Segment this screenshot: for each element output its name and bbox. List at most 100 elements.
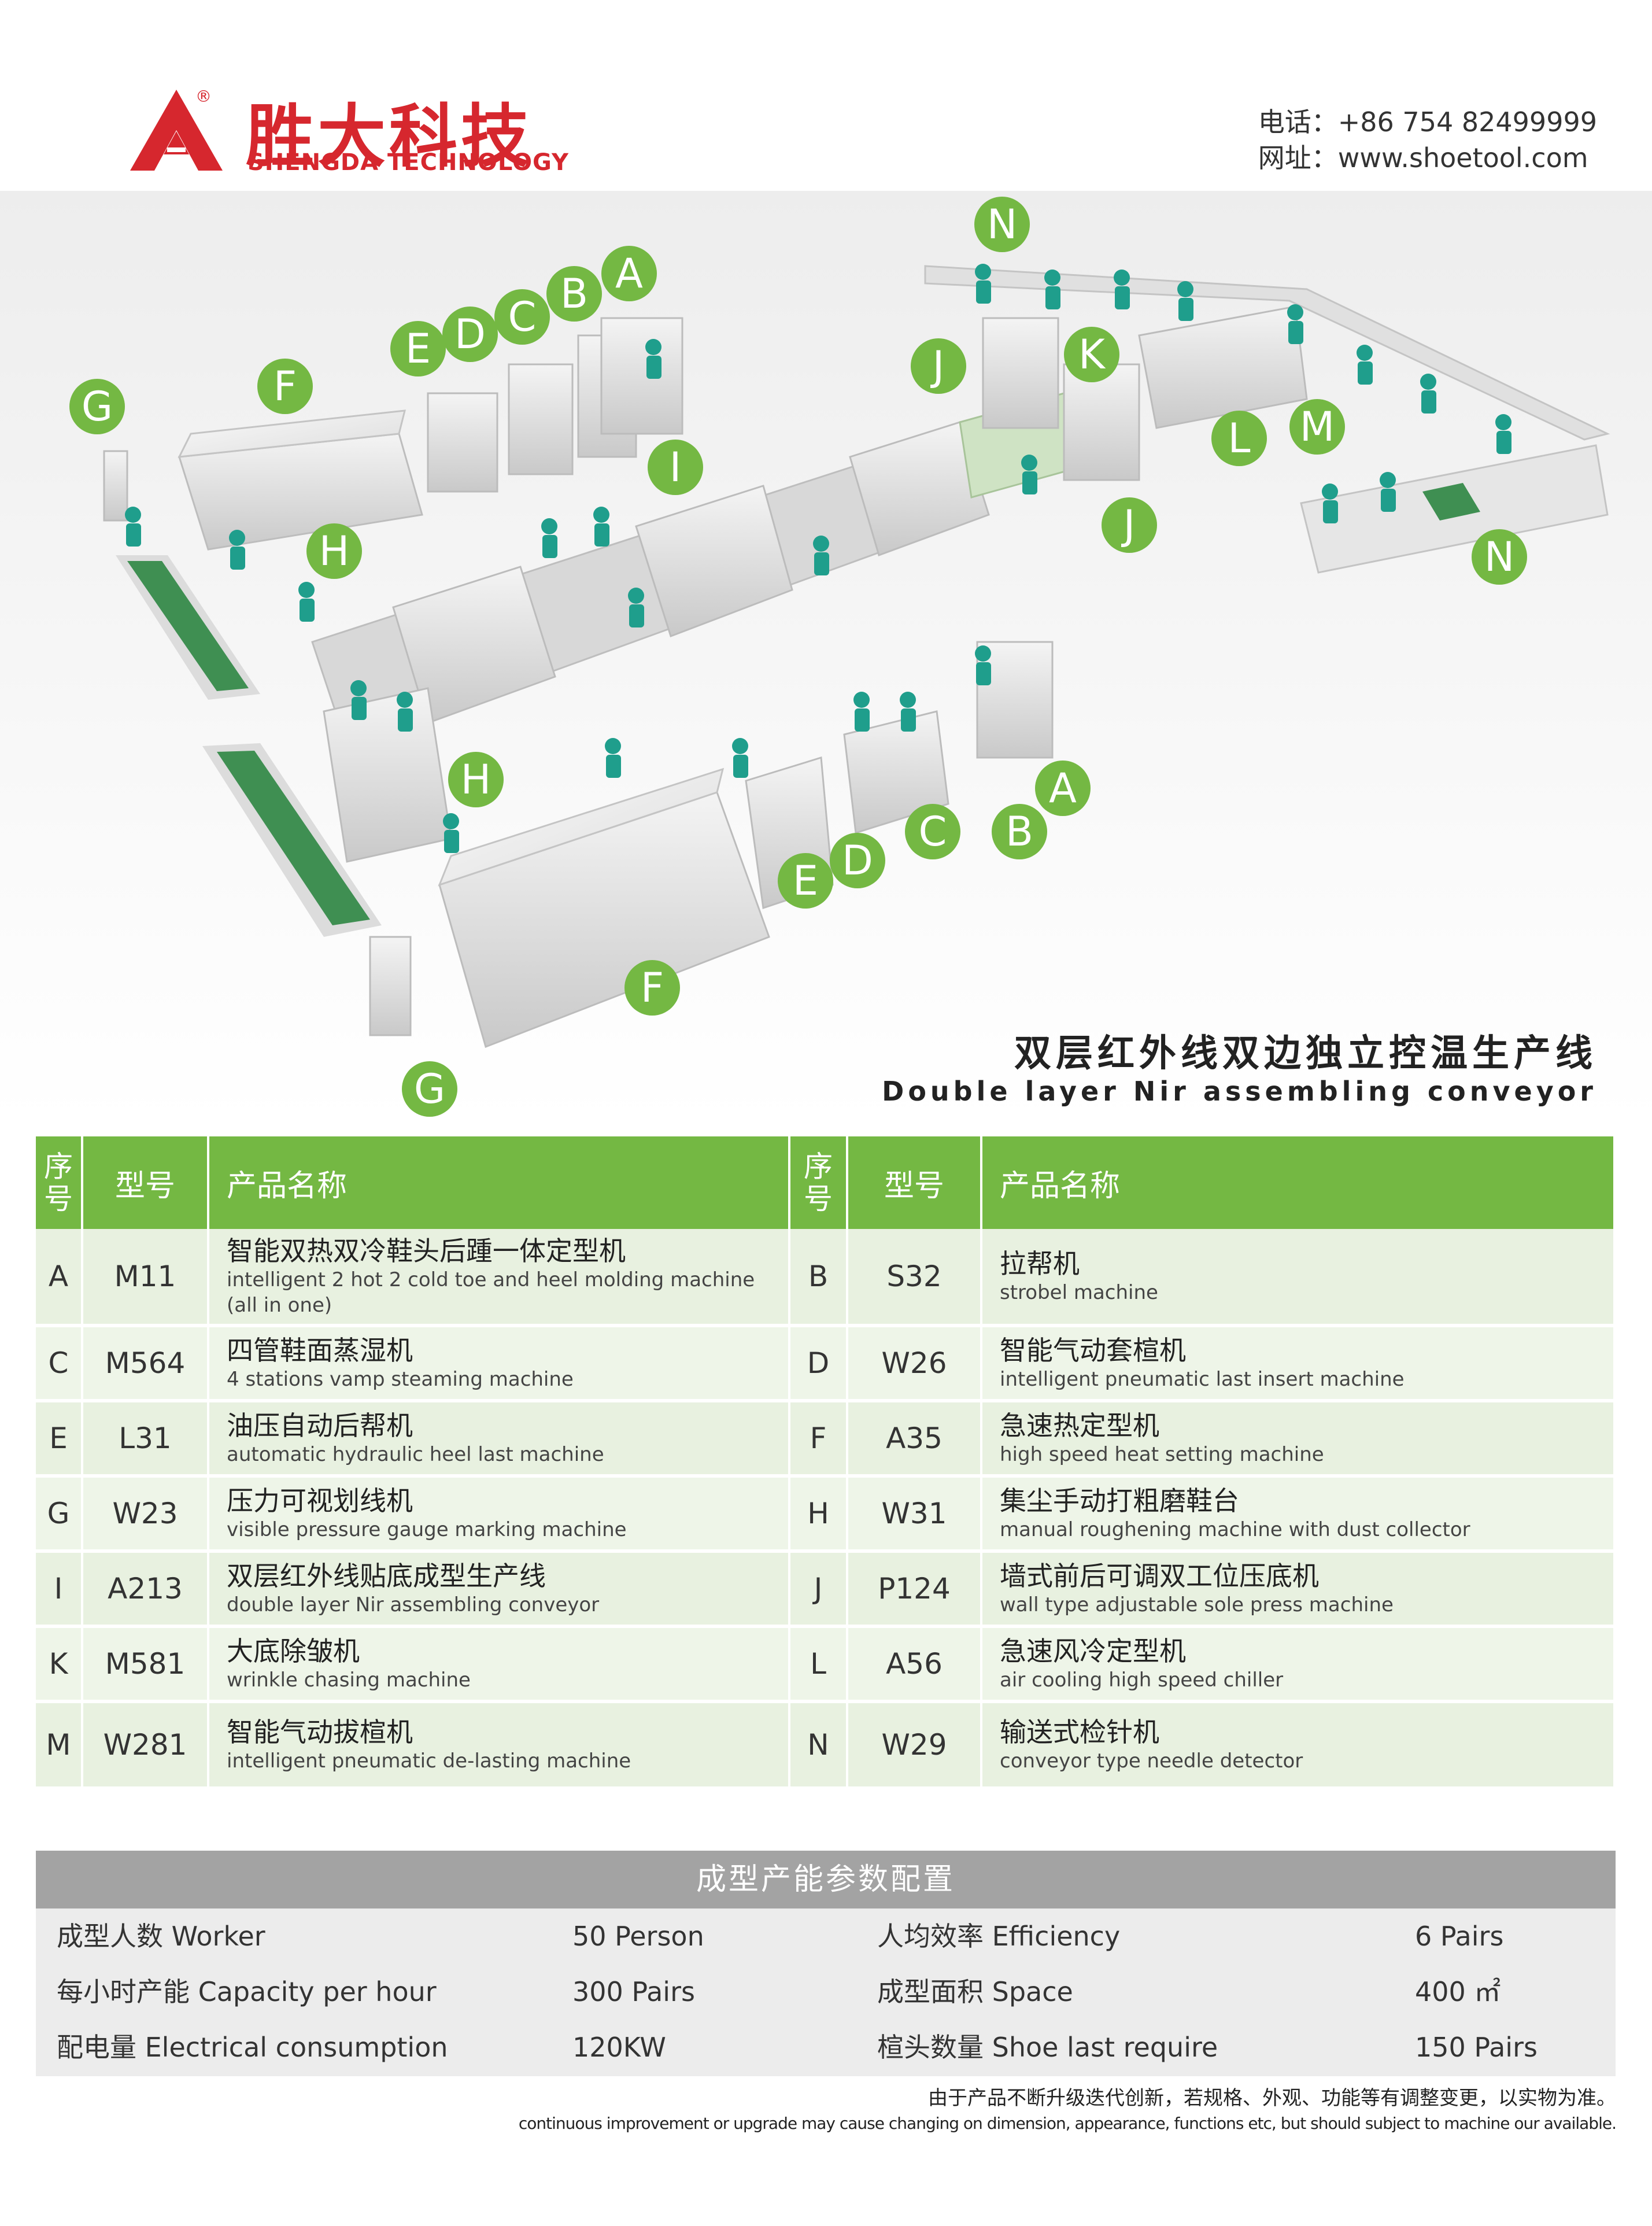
disclaimer-en: continuous improvement or upgrade may ca…	[518, 2114, 1617, 2133]
header-seq: 序号	[36, 1136, 83, 1229]
item-letter: H	[790, 1478, 848, 1553]
capacity-value: 150 Pairs	[1415, 2032, 1538, 2063]
item-name-en: double layer Nir assembling conveyor	[227, 1593, 600, 1616]
item-name-cn: 智能气动拔楦机	[227, 1716, 413, 1748]
item-name-cn: 集尘手动打粗磨鞋台	[1000, 1485, 1239, 1516]
marker-i: I	[648, 440, 703, 495]
marker-g-upper: G	[69, 379, 125, 434]
item-name-cn: 四管鞋面蒸湿机	[227, 1335, 413, 1366]
item-name-cn: 急速热定型机	[1000, 1410, 1159, 1441]
capacity-title: 成型产能参数配置	[36, 1851, 1616, 1908]
marker-a-lower: A	[1035, 761, 1091, 816]
item-model: A213	[83, 1553, 209, 1628]
header-name: 产品名称	[982, 1136, 1616, 1229]
item-name-cn: 大底除皱机	[227, 1636, 360, 1667]
item-name-en: wall type adjustable sole press machine	[1000, 1593, 1394, 1616]
capacity-label: 配电量 Electrical consumption	[57, 2032, 448, 2063]
capacity-label: 成型面积 Space	[877, 1976, 1073, 2007]
item-letter: I	[36, 1553, 83, 1628]
capacity-label: 楦头数量 Shoe last require	[877, 2032, 1218, 2063]
capacity-label: 每小时产能 Capacity per hour	[57, 1976, 437, 2007]
capacity-label: 人均效率 Efficiency	[877, 1921, 1121, 1952]
item-letter: B	[790, 1229, 848, 1327]
capacity-table: 成型人数 Worker 50 Person 人均效率 Efficiency 6 …	[36, 1908, 1616, 2076]
contact-info: 电话：+86 754 82499999 网址：www.shoetool.com	[1258, 104, 1597, 176]
page-header: ® 胜大科技 SHENGDA TECHNOLOGY 电话：+86 754 824…	[0, 0, 1652, 191]
item-model: M11	[83, 1229, 209, 1327]
item-model: W31	[848, 1478, 982, 1553]
item-name-en: automatic hydraulic heel last machine	[227, 1443, 604, 1466]
marker-j-upper: J	[911, 338, 966, 394]
item-name-cn: 墙式前后可调双工位压底机	[1000, 1560, 1319, 1592]
marker-d-upper: D	[442, 307, 498, 362]
item-name-en: manual roughening machine with dust coll…	[1000, 1518, 1470, 1541]
item-model: S32	[848, 1229, 982, 1327]
marker-f-upper: F	[257, 359, 313, 414]
item-name-cn: 智能双热双冷鞋头后踵一体定型机	[227, 1235, 626, 1267]
line-title-cn: 双层红外线双边独立控温生产线	[1014, 1032, 1597, 1075]
item-letter: M	[36, 1703, 83, 1790]
capacity-row: 每小时产能 Capacity per hour 300 Pairs 成型面积 S…	[36, 1964, 1616, 2020]
marker-c-upper: C	[494, 289, 550, 345]
disclaimer-cn: 由于产品不断升级迭代创新，若规格、外观、功能等有调整变更，以实物为准。	[928, 2087, 1616, 2110]
capacity-row: 成型人数 Worker 50 Person 人均效率 Efficiency 6 …	[36, 1908, 1616, 1964]
line-title-en: Double layer Nir assembling conveyor	[882, 1076, 1597, 1107]
production-line-illustration: A B C D E F G H I J K L M N J N A B C D …	[0, 191, 1652, 1122]
item-name-en: wrinkle chasing machine	[227, 1668, 471, 1692]
item-model: M581	[83, 1628, 209, 1703]
item-name-cn: 压力可视划线机	[227, 1485, 413, 1516]
item-letter: G	[36, 1478, 83, 1553]
capacity-value: 400 ㎡	[1415, 1976, 1501, 2007]
item-name-en: conveyor type needle detector	[1000, 1749, 1303, 1773]
item-name-cn: 双层红外线贴底成型生产线	[227, 1560, 546, 1592]
header-name: 产品名称	[209, 1136, 790, 1229]
marker-e-lower: E	[778, 853, 833, 909]
item-name-en: intelligent 2 hot 2 cold toe and heel mo…	[227, 1268, 755, 1317]
capacity-value: 50 Person	[572, 1921, 704, 1952]
item-letter: F	[790, 1402, 848, 1478]
website-link[interactable]: 网址：www.shoetool.com	[1258, 142, 1588, 173]
capacity-value: 120KW	[572, 2032, 666, 2063]
brand-name-cn: 胜大科技	[246, 97, 533, 176]
marker-c-lower: C	[905, 804, 960, 859]
capacity-label: 成型人数 Worker	[57, 1921, 265, 1952]
item-model: W26	[848, 1327, 982, 1402]
item-name-cn: 拉帮机	[1000, 1248, 1080, 1279]
registered-mark: ®	[195, 87, 212, 106]
marker-g-lower: G	[402, 1061, 457, 1117]
marker-m: M	[1289, 399, 1345, 455]
capacity-row: 配电量 Electrical consumption 120KW 楦头数量 Sh…	[36, 2020, 1616, 2075]
marker-l: L	[1211, 411, 1267, 466]
marker-h-upper: H	[306, 523, 362, 579]
item-model: A56	[848, 1628, 982, 1703]
header-seq: 序号	[790, 1136, 848, 1229]
item-letter: C	[36, 1327, 83, 1402]
shengda-logo-icon	[130, 90, 223, 171]
item-model: W23	[83, 1478, 209, 1553]
marker-d-lower: D	[830, 833, 885, 888]
item-name-cn: 输送式检针机	[1000, 1716, 1159, 1748]
item-name-en: visible pressure gauge marking machine	[227, 1518, 627, 1541]
capacity-value: 300 Pairs	[572, 1976, 695, 2007]
item-name-cn: 油压自动后帮机	[227, 1410, 413, 1441]
item-name-en: intelligent pneumatic de-lasting machine	[227, 1749, 631, 1773]
item-name-en: intelligent pneumatic last insert machin…	[1000, 1368, 1405, 1391]
item-letter: L	[790, 1628, 848, 1703]
item-letter: E	[36, 1402, 83, 1478]
phone-number: 电话：+86 754 82499999	[1258, 106, 1597, 138]
